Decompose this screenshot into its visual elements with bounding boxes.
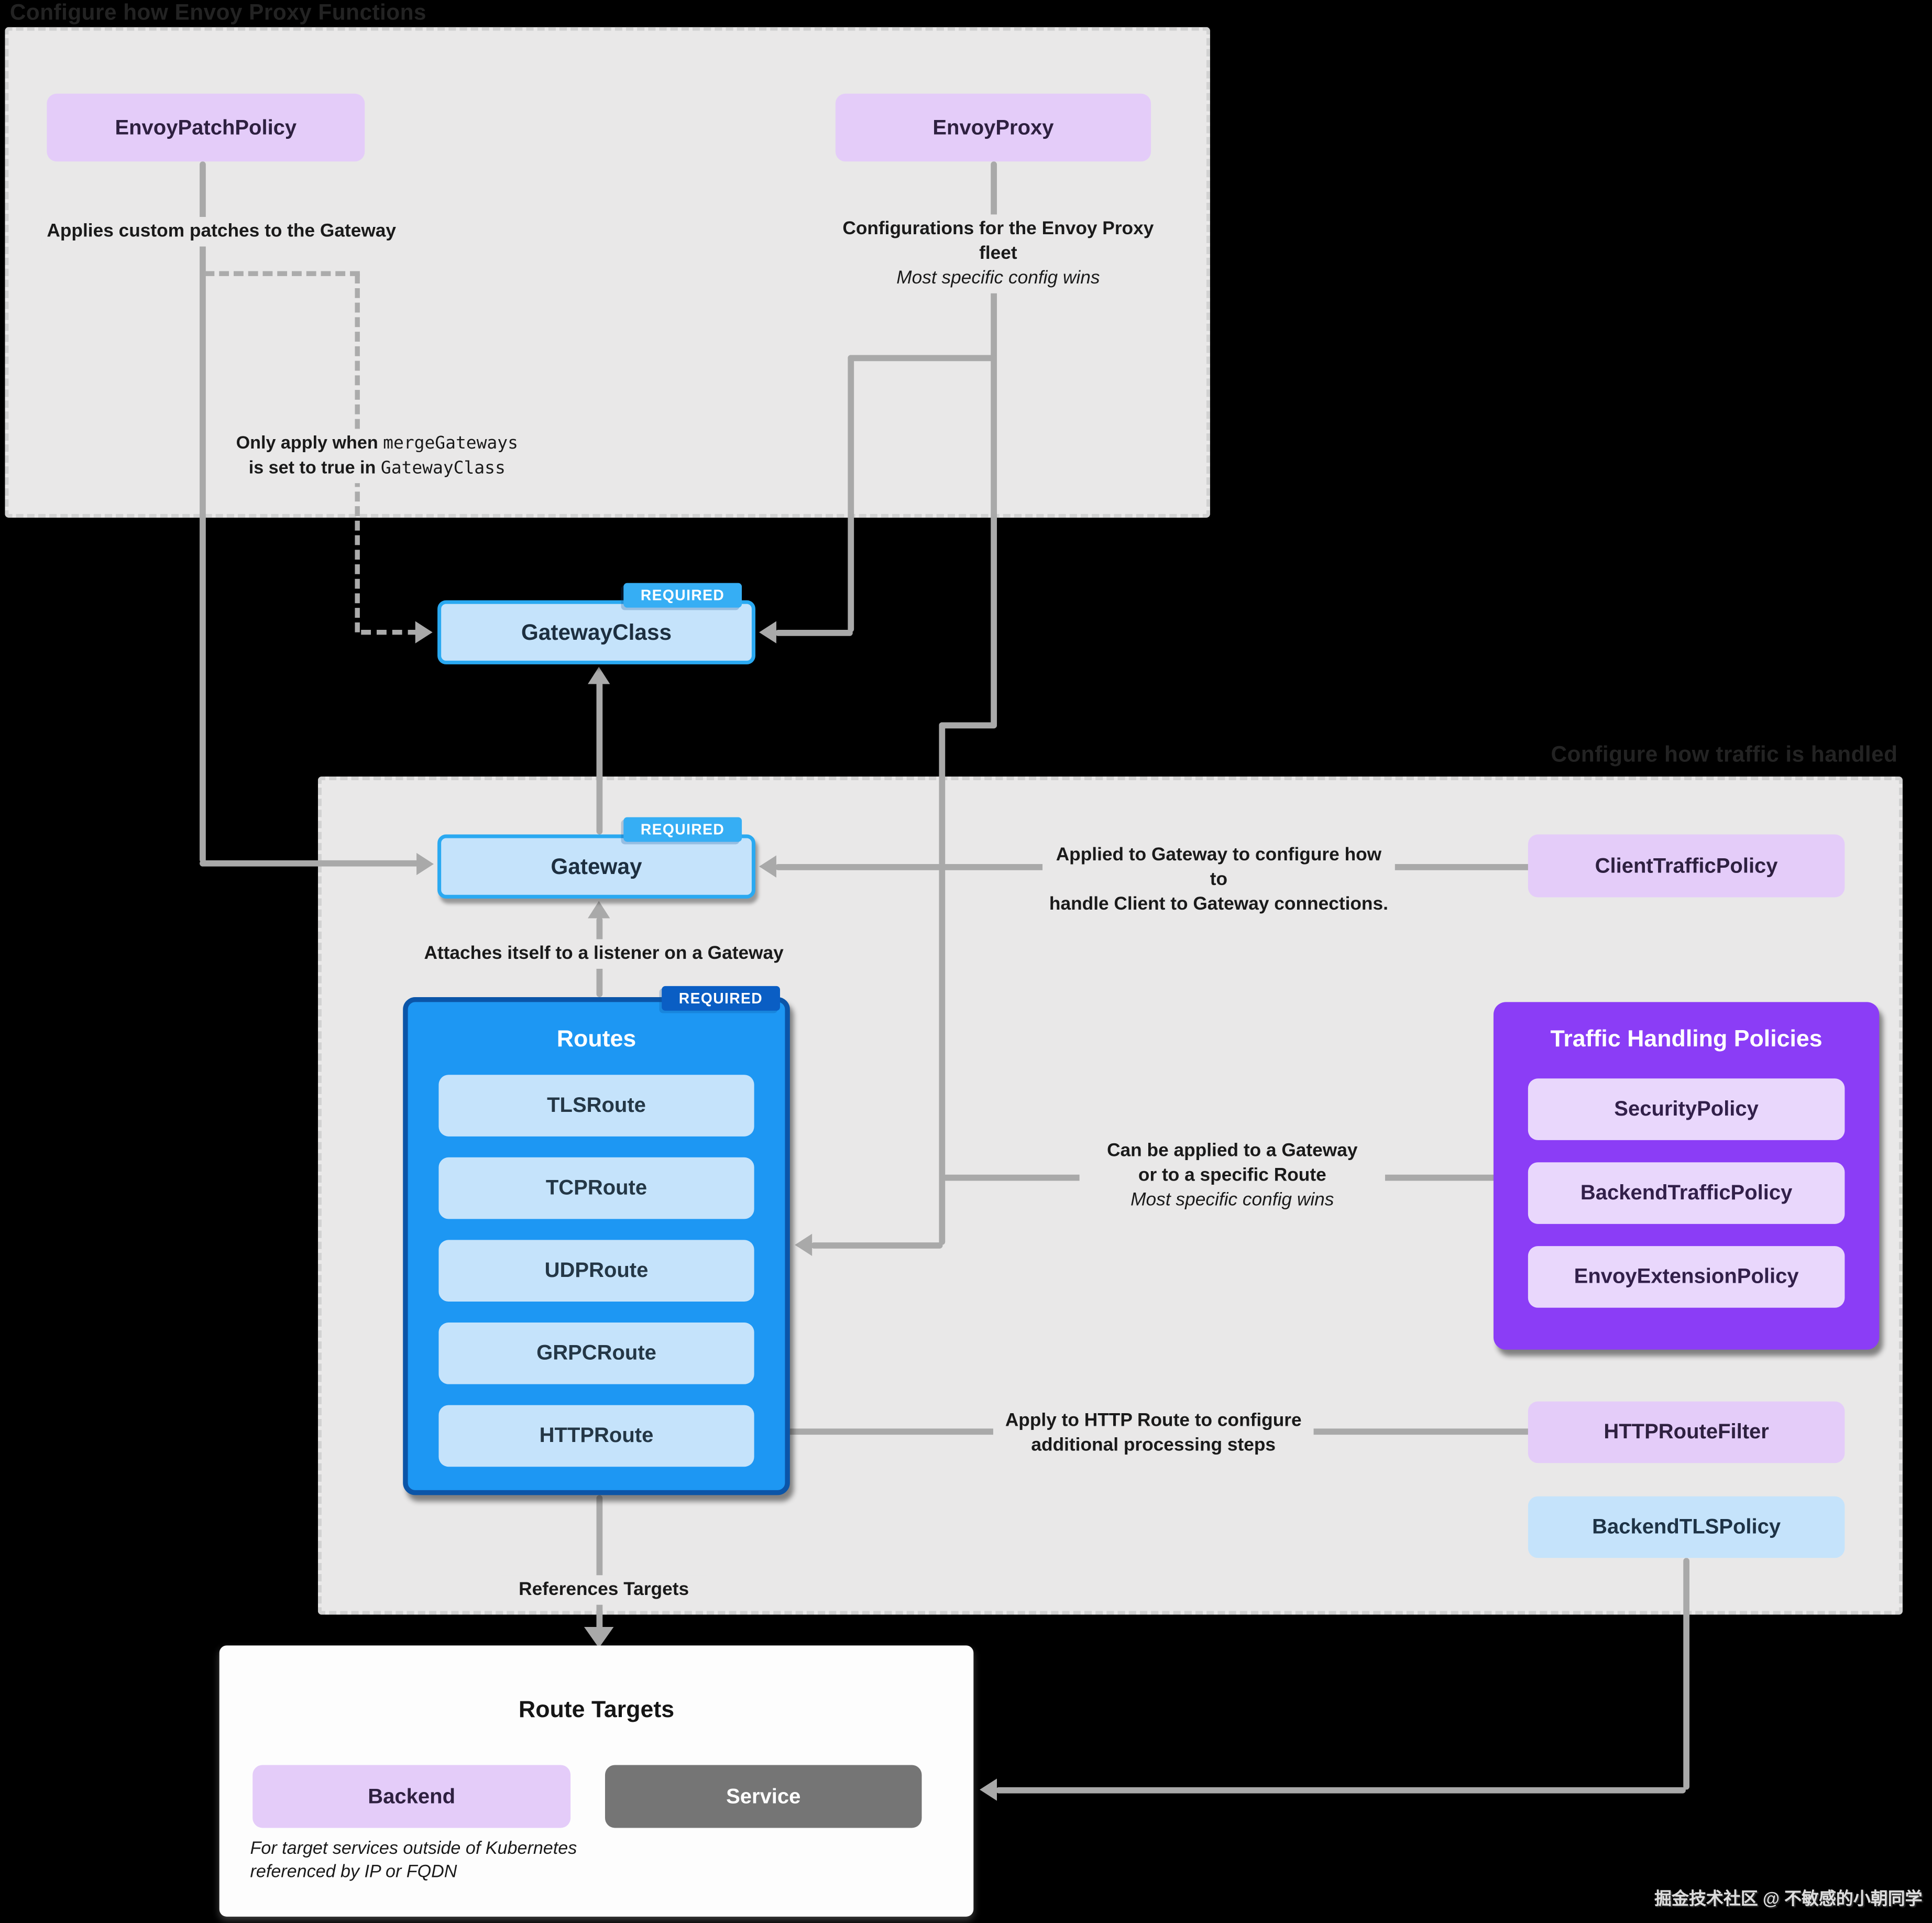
arrowhead-into-gateway-left xyxy=(416,853,434,876)
dashed-into-gatewayclass xyxy=(361,630,418,635)
node-httproute-label: HTTPRoute xyxy=(539,1423,654,1447)
badge-required-gateway: REQUIRED xyxy=(623,817,742,842)
node-service-label: Service xyxy=(726,1784,801,1808)
node-httproute: HTTPRoute xyxy=(438,1405,754,1467)
node-backendtlspolicy-label: BackendTLSPolicy xyxy=(1592,1514,1781,1538)
note-ctp-line2: handle Client to Gateway connections. xyxy=(1049,893,1388,915)
node-envoyproxy: EnvoyProxy xyxy=(835,93,1151,162)
section-title-traffic-handled: Configure how traffic is handled xyxy=(1551,742,1898,767)
container-routes: REQUIRED Routes TLSRoute TCPRoute UDPRou… xyxy=(403,986,790,1495)
arrowhead-into-gateway-right xyxy=(759,855,776,878)
note-policies-line1: Can be applied to a Gateway xyxy=(1107,1140,1358,1161)
arrowhead-into-gatewayclass-bottom xyxy=(588,667,610,684)
note-clienttrafficpolicy: Applied to Gateway to configure how to h… xyxy=(1042,840,1395,920)
arrow-envoypatchpolicy-to-gateway-vertical xyxy=(200,161,206,863)
arrowhead-into-routetargets-right xyxy=(980,1778,997,1801)
node-udproute-label: UDPRoute xyxy=(544,1258,649,1282)
container-route-targets: Route Targets Backend Service For target… xyxy=(219,1645,974,1917)
node-envoyextensionpolicy: EnvoyExtensionPolicy xyxy=(1528,1246,1845,1308)
node-grpcroute-label: GRPCRoute xyxy=(536,1341,656,1364)
arrow-envoyproxy-vertical xyxy=(991,161,997,727)
note-policies-line3: Most specific config wins xyxy=(1130,1189,1334,1210)
arrow-backendtlspolicy-vertical xyxy=(1683,1558,1690,1790)
arrow-envoyproxy-to-gateway-vertical2 xyxy=(939,722,946,867)
node-envoypatchpolicy-label: EnvoyPatchPolicy xyxy=(115,115,297,139)
node-tlsroute-label: TLSRoute xyxy=(547,1093,646,1117)
note-envoyproxy-line2: Most specific config wins xyxy=(896,267,1100,289)
arrowhead-into-routes-right xyxy=(795,1233,813,1256)
node-tcproute-label: TCPRoute xyxy=(545,1176,647,1199)
node-httproutefilter: HTTPRouteFilter xyxy=(1528,1401,1845,1463)
container-policies-title: Traffic Handling Policies xyxy=(1550,1026,1823,1053)
arrow-envoyproxy-to-gatewayclass-vertical xyxy=(848,355,854,632)
note-attaches-listener: Attaches itself to a listener on a Gatew… xyxy=(419,939,789,969)
node-envoyproxy-label: EnvoyProxy xyxy=(932,115,1054,139)
badge-required-gatewayclass: REQUIRED xyxy=(623,583,742,608)
note-merge-mid: is set to true in xyxy=(248,458,381,478)
note-merge-code1: mergeGateways xyxy=(383,434,518,454)
note-httproutefilter: Apply to HTTP Route to configure additio… xyxy=(993,1406,1314,1461)
arrow-policies-vertical xyxy=(939,866,946,1245)
node-gateway-label: Gateway xyxy=(551,853,642,879)
badge-required-routes: REQUIRED xyxy=(661,986,781,1011)
node-clienttrafficpolicy: ClientTrafficPolicy xyxy=(1528,834,1845,898)
note-policies: Can be applied to a Gateway or to a spec… xyxy=(1079,1136,1385,1216)
note-envoyproxy-line1: Configurations for the Envoy Proxy fleet xyxy=(842,218,1154,264)
node-udproute: UDPRoute xyxy=(438,1240,754,1302)
container-routes-title: Routes xyxy=(556,1026,636,1053)
node-clienttrafficpolicy-label: ClientTrafficPolicy xyxy=(1595,853,1778,877)
arrow-gateway-to-gatewayclass xyxy=(596,681,603,835)
container-route-targets-title: Route Targets xyxy=(518,1697,675,1723)
arrow-envoyproxy-to-gatewayclass-horizontal xyxy=(775,630,853,636)
node-gatewayclass: REQUIRED GatewayClass xyxy=(437,583,755,664)
note-mergegateways: Only apply when mergeGateways is set to … xyxy=(219,429,535,484)
node-service: Service xyxy=(605,1765,922,1828)
note-merge-pre: Only apply when xyxy=(236,434,383,454)
node-envoyextensionpolicy-label: EnvoyExtensionPolicy xyxy=(1574,1264,1799,1288)
arrow-backendtlspolicy-horizontal xyxy=(995,1787,1686,1794)
container-traffic-handling-policies: Traffic Handling Policies SecurityPolicy… xyxy=(1493,1002,1880,1350)
section-title-proxy-functions: Configure how Envoy Proxy Functions xyxy=(9,0,426,25)
node-gatewayclass-label: GatewayClass xyxy=(521,619,672,644)
node-securitypolicy: SecurityPolicy xyxy=(1528,1078,1845,1140)
node-backend: Backend xyxy=(253,1765,571,1828)
note-merge-code2: GatewayClass xyxy=(380,458,506,478)
arrow-envoypatchpolicy-to-gateway-horizontal xyxy=(200,860,419,867)
note-backend-caption: For target services outside of Kubernete… xyxy=(250,1838,577,1884)
node-httproutefilter-label: HTTPRouteFilter xyxy=(1604,1419,1769,1444)
note-references-targets: References Targets xyxy=(500,1575,708,1605)
arrow-envoyproxy-branch-horizontal xyxy=(848,355,997,362)
node-grpcroute: GRPCRoute xyxy=(438,1323,754,1384)
node-backendtrafficpolicy-label: BackendTrafficPolicy xyxy=(1580,1181,1793,1205)
note-policies-line2: or to a specific Route xyxy=(1138,1164,1326,1186)
node-backendtrafficpolicy: BackendTrafficPolicy xyxy=(1528,1162,1845,1224)
arrowhead-into-gatewayclass-right xyxy=(759,621,776,643)
note-backend-caption-line1: For target services outside of Kubernete… xyxy=(250,1839,577,1859)
arrowhead-into-routetargets-top xyxy=(584,1627,614,1648)
note-ctp-line1: Applied to Gateway to configure how to xyxy=(1056,844,1382,890)
arrow-policies-to-routes-horizontal xyxy=(810,1242,943,1249)
arrow-routes-to-routetargets xyxy=(596,1495,603,1631)
note-envoypatchpolicy: Applies custom patches to the Gateway xyxy=(41,217,401,247)
node-securitypolicy-label: SecurityPolicy xyxy=(1614,1097,1759,1121)
watermark-text: 掘金技术社区 @ 不敏感的小朝同学 xyxy=(1654,1888,1923,1908)
note-hrf-line1: Apply to HTTP Route to configure xyxy=(1005,1410,1302,1432)
dashed-branch-horizontal xyxy=(204,271,360,276)
node-tcproute: TCPRoute xyxy=(438,1157,754,1219)
node-backend-label: Backend xyxy=(368,1784,456,1808)
note-envoyproxy: Configurations for the Envoy Proxy fleet… xyxy=(818,214,1178,293)
arrow-envoyproxy-to-gateway-jog xyxy=(939,722,997,729)
note-hrf-line2: additional processing steps xyxy=(1031,1435,1276,1456)
node-tlsroute: TLSRoute xyxy=(438,1075,754,1137)
node-envoypatchpolicy: EnvoyPatchPolicy xyxy=(47,93,365,162)
node-gateway: REQUIRED Gateway xyxy=(437,817,755,899)
note-backend-caption-line2: referenced by IP or FQDN xyxy=(250,1862,457,1882)
arrowhead-into-gateway-bottom xyxy=(588,901,610,919)
node-backendtlspolicy: BackendTLSPolicy xyxy=(1528,1496,1845,1558)
arrowhead-dashed-into-gatewayclass-left xyxy=(415,621,433,643)
